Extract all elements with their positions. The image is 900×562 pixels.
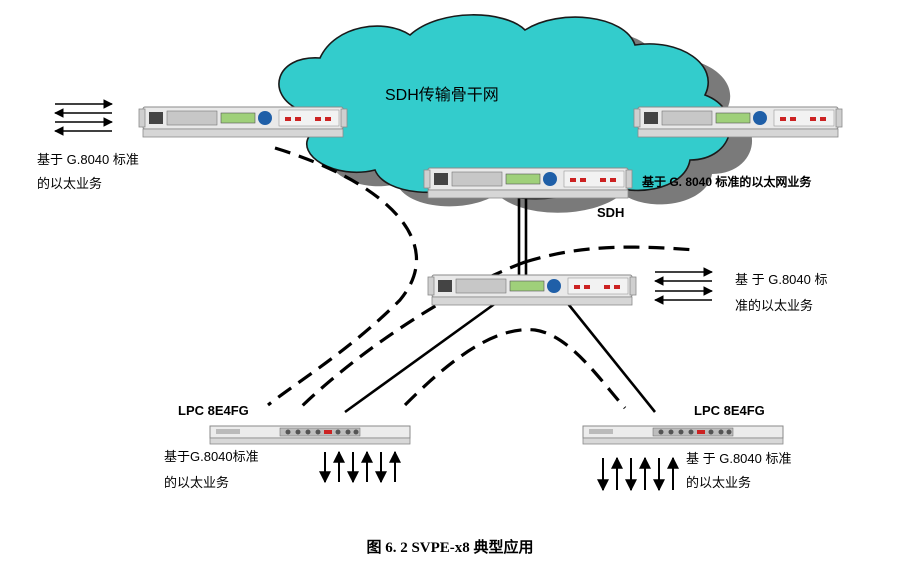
arrows-bottom-left — [319, 450, 401, 484]
arrows-middle-right — [654, 267, 713, 305]
dashed-links — [267, 146, 696, 410]
service-label-bottom-left-line1: 基于G.8040标准 — [164, 449, 259, 464]
link-mid-to-lpc-right — [563, 299, 657, 413]
figure-caption: 图 6. 2 SVPE-x8 典型应用 — [366, 540, 534, 556]
solid-links — [344, 198, 657, 414]
arrows-bottom-right — [597, 456, 679, 492]
device-middle — [427, 274, 637, 306]
lpc-label-right: LPC 8E4FG — [694, 403, 765, 418]
dashed-link-mid-to-right — [524, 245, 696, 264]
cloud-label: SDH传输骨干网 — [385, 87, 499, 104]
lpc-device-right — [582, 425, 784, 445]
service-label-top-left-line2: 的以太业务 — [37, 176, 103, 191]
device-sdh-center — [423, 167, 633, 199]
arrows-top-left — [54, 99, 113, 136]
dashed-link-topleft-to-lpc — [267, 146, 419, 407]
service-label-top-right: 基于 G. 8040 标准的以太网业务 — [642, 175, 812, 189]
service-label-middle-right-line1: 基 于 G.8040 标 — [735, 272, 828, 287]
dashed-link-lpc-left-to-lpc-right — [403, 328, 627, 410]
dashed-link-mid-to-lpc-left — [298, 260, 526, 410]
lpc-label-left: LPC 8E4FG — [178, 403, 249, 418]
device-top-left — [138, 106, 348, 138]
service-label-bottom-left-line2: 的以太业务 — [164, 475, 230, 490]
service-label-bottom-right-line1: 基 于 G.8040 标准 — [686, 451, 792, 466]
lpc-device-left — [209, 425, 411, 445]
service-label-bottom-right-line2: 的以太业务 — [686, 475, 752, 490]
device-top-right — [633, 106, 843, 138]
service-label-middle-right-line2: 准的以太业务 — [735, 298, 814, 313]
sdh-label: SDH — [597, 205, 625, 220]
service-label-top-left-line1: 基于 G.8040 标准 — [37, 152, 139, 167]
link-mid-to-lpc-left — [344, 298, 501, 414]
